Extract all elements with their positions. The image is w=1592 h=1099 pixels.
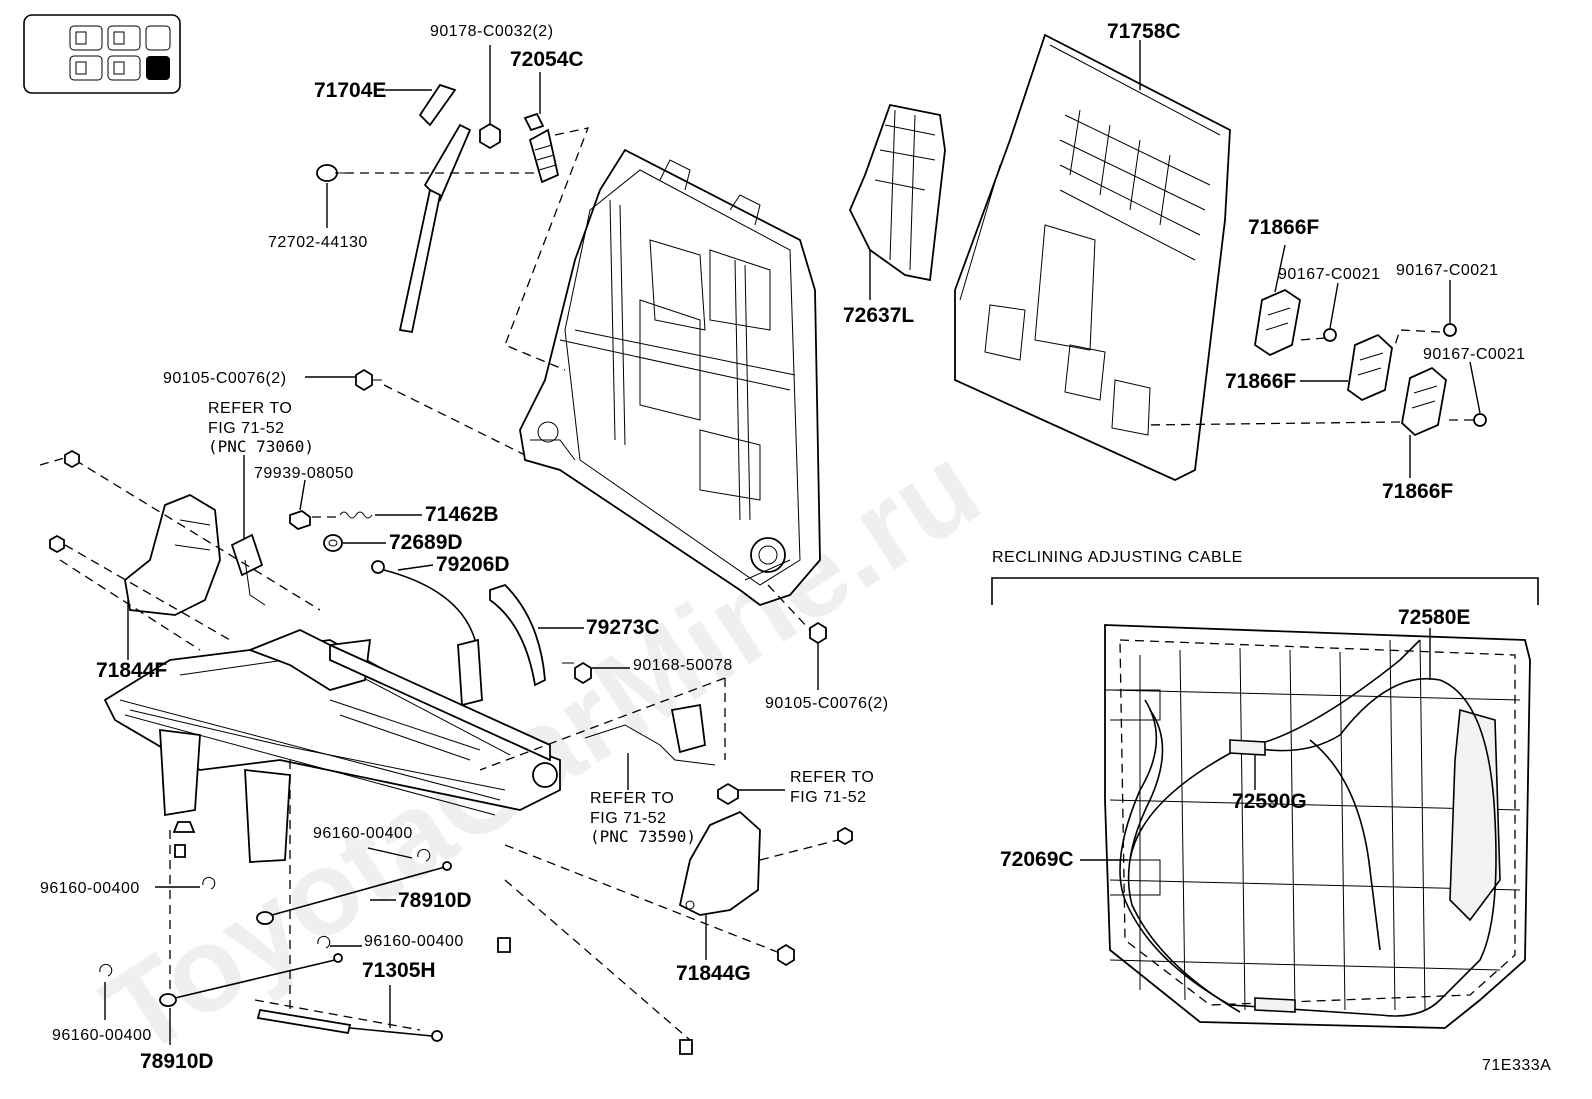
- clip-96160-c: [317, 935, 362, 949]
- label-96160-d: 96160-00400: [52, 1027, 152, 1044]
- spring-71462B: [339, 511, 422, 519]
- locator-active-cell: [146, 56, 170, 80]
- label-96160-b: 96160-00400: [40, 880, 140, 897]
- bolt-90178: [479, 45, 501, 150]
- clip-96160-d: [99, 963, 113, 1020]
- label-79939: 79939-08050: [254, 465, 354, 482]
- label-71462B: 71462B: [425, 503, 499, 526]
- part-79206D: [371, 560, 483, 707]
- screw-left-mid: [49, 534, 65, 554]
- label-72590G: 72590G: [1232, 790, 1307, 813]
- screw-left-top: [64, 449, 80, 469]
- label-90167-b: 90167-C0021: [1396, 262, 1498, 279]
- part-79273C: [489, 583, 584, 687]
- refer-note-b-line3: (PNC 73590): [590, 827, 696, 846]
- refer-note-c-line2: FIG 71-52: [790, 789, 867, 806]
- label-72054C: 72054C: [510, 48, 584, 71]
- refer-note-a-line3: (PNC 73060): [208, 437, 314, 456]
- refer-note-b: REFER TO FIG 71-52 (PNC 73590): [590, 790, 696, 846]
- label-79206D: 79206D: [436, 553, 510, 576]
- clip-96160-b: [155, 876, 216, 890]
- part-72637L: [849, 103, 946, 300]
- label-71704E: 71704E: [314, 79, 386, 102]
- part-71866F-b: [1300, 333, 1393, 402]
- label-90167-c: 90167-C0021: [1423, 346, 1525, 363]
- bolt-90105-upper: [305, 368, 382, 392]
- strut-71305H: [256, 985, 443, 1042]
- part-71866F-a: [1254, 244, 1301, 357]
- label-72689D: 72689D: [389, 531, 463, 554]
- part-72054C: [523, 72, 560, 184]
- refer-note-b-line1: REFER TO: [590, 790, 674, 807]
- label-72069C: 72069C: [1000, 848, 1074, 871]
- seatback-frame: [519, 148, 821, 607]
- label-72580E: 72580E: [1398, 606, 1470, 629]
- part-71844F: [124, 493, 221, 660]
- clip-96160-a: [367, 847, 431, 862]
- label-90105-upper: 90105-C0076(2): [163, 370, 287, 387]
- label-90178: 90178-C0032(2): [430, 23, 554, 40]
- label-90167-a: 90167-C0021: [1278, 266, 1380, 283]
- rod-78910D-a: [256, 861, 452, 925]
- nuts-lower: [172, 821, 693, 1055]
- label-71305H: 71305H: [362, 959, 436, 982]
- label-78910D-a: 78910D: [398, 889, 472, 912]
- label-71844G: 71844G: [676, 962, 751, 985]
- part-71866F-c: [1401, 366, 1447, 478]
- label-72637L: 72637L: [843, 304, 914, 327]
- section-title: RECLINING ADJUSTING CABLE: [992, 549, 1243, 566]
- rod-78910D-b: [159, 953, 343, 1045]
- label-96160-c: 96160-00400: [364, 933, 464, 950]
- bolt-90105-lower: [809, 621, 827, 690]
- label-71866F-a: 71866F: [1248, 216, 1319, 239]
- locator-icon: [23, 14, 181, 94]
- label-90105-lower: 90105-C0076(2): [765, 695, 889, 712]
- bolt-90168: [562, 661, 630, 685]
- refer-note-a-line2: FIG 71-52: [208, 420, 285, 437]
- label-71866F-c: 71866F: [1382, 480, 1453, 503]
- label-78910D-b: 78910D: [140, 1050, 214, 1073]
- part-71758C: [954, 33, 1231, 481]
- cushion-frame: [103, 629, 561, 863]
- label-72702: 72702-44130: [268, 234, 368, 251]
- refer-note-a: REFER TO FIG 71-52 (PNC 73060): [208, 400, 314, 456]
- screw-90167-a: [1323, 282, 1339, 342]
- cable-frame: [1104, 624, 1531, 1029]
- label-71866F-b: 71866F: [1225, 370, 1296, 393]
- part-71704E: [385, 83, 472, 334]
- screw-90167-b: [1443, 280, 1457, 337]
- washer-72689D: [323, 534, 386, 552]
- label-90168: 90168-50078: [633, 657, 733, 674]
- section-bracket: [991, 577, 1539, 605]
- screw-right-lower: [777, 826, 853, 967]
- belt-anchor-right: [584, 703, 716, 790]
- refer-note-c: REFER TO FIG 71-52: [717, 769, 874, 806]
- label-96160-a: 96160-00400: [313, 825, 413, 842]
- clip-72702: [316, 164, 347, 228]
- refer-note-b-line2: FIG 71-52: [590, 810, 667, 827]
- cable-72069C: [1080, 639, 1497, 1017]
- screw-90167-c: [1469, 361, 1487, 427]
- part-79939: [289, 479, 311, 531]
- refer-note-a-line1: REFER TO: [208, 400, 292, 417]
- part-71844G: [678, 810, 761, 960]
- label-71758C: 71758C: [1107, 20, 1181, 43]
- diagram-id: 71E333A: [1482, 1057, 1551, 1074]
- belt-anchor-left: [230, 455, 266, 606]
- label-71844F: 71844F: [96, 659, 167, 682]
- refer-note-c-line1: REFER TO: [790, 769, 874, 786]
- label-79273C: 79273C: [586, 616, 660, 639]
